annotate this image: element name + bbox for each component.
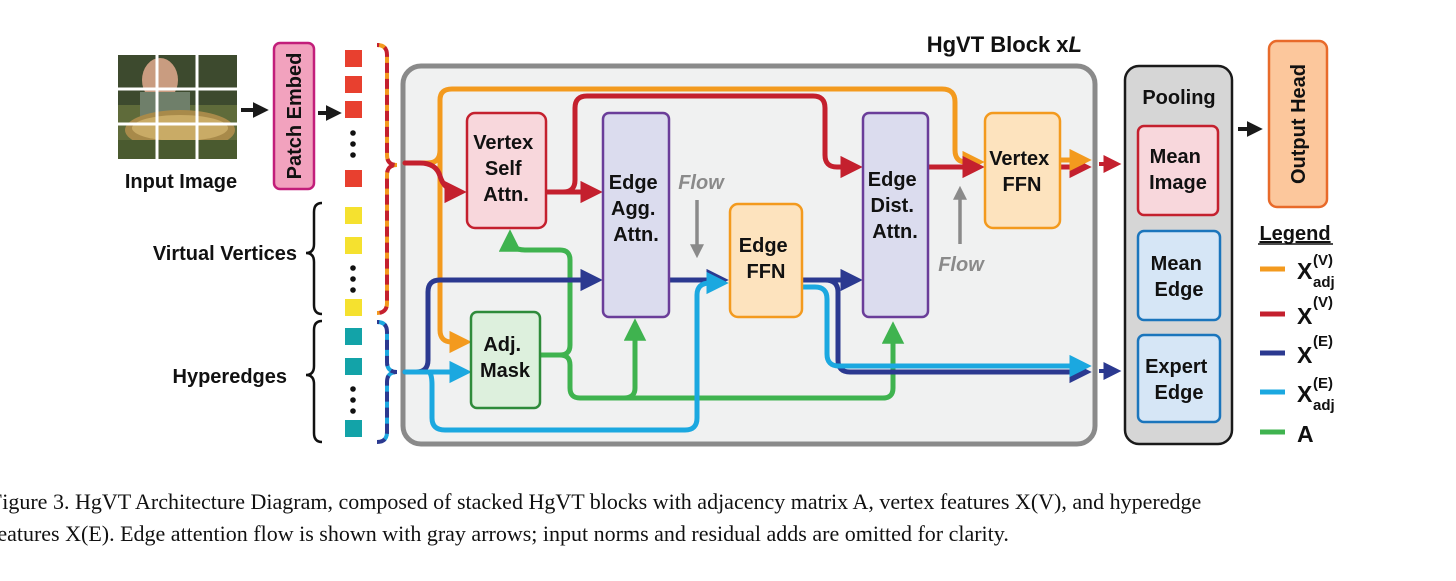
vertex-dashed-brace	[376, 43, 398, 315]
svg-text:Expert Edge: Expert Edge	[1145, 356, 1213, 404]
hyperedges-label: Hyperedges	[173, 366, 288, 388]
svg-text:(V): (V)	[1313, 294, 1333, 311]
caption-line-1: Figure 3. HgVT Architecture Diagram, com…	[0, 489, 1202, 514]
edge-agg-attn-module: Edge Agg. Attn.	[601, 111, 671, 319]
svg-text:Vertex Self Attn.: Vertex Self Attn.	[473, 132, 539, 206]
hyperedge-dashed-brace	[376, 320, 398, 444]
red-over-to-edge-dist	[545, 93, 863, 195]
patch-embed-box	[272, 41, 316, 191]
connections	[402, 86, 1092, 433]
green-to-edge-agg	[621, 318, 647, 401]
mean-image-box: Mean Image	[1136, 124, 1220, 217]
legend-title: Legend	[1259, 223, 1330, 245]
output-head-box	[1267, 39, 1329, 209]
cyan-ffn-to-output	[799, 284, 1092, 378]
svg-text:A: A	[1297, 421, 1314, 447]
hyperedge-tokens	[345, 328, 362, 437]
svg-text:X: X	[1297, 381, 1313, 407]
virtual-vertex-tokens	[345, 207, 362, 316]
svg-text:Edge Agg. Attn.: Edge Agg. Attn.	[609, 172, 663, 246]
orange-to-adj-mask	[437, 147, 472, 354]
svg-text:Vertex FFN: Vertex FFN	[989, 148, 1055, 196]
svg-text:(E): (E)	[1313, 375, 1333, 392]
output-head-label: Output Head	[1288, 64, 1310, 184]
flow-label-1: Flow	[678, 172, 725, 194]
vertex-tokens	[345, 50, 362, 187]
legend-item-xadj-e: X (E) adj	[1260, 375, 1335, 414]
navy-ffn-to-output	[799, 277, 1092, 384]
red-to-vertex-attn	[402, 160, 467, 204]
flow-label-2: Flow	[938, 254, 985, 276]
green-adj-bottom-bus	[537, 321, 905, 401]
mean-edge-box: Mean Edge	[1136, 229, 1222, 322]
svg-text:Adj. Mask: Adj. Mask	[480, 334, 531, 382]
svg-text:Edge FFN: Edge FFN	[739, 235, 793, 283]
architecture-diagram: Input Image Patch Embed Virtual Vertices…	[118, 32, 1335, 447]
vertex-ffn-module: Vertex FFN	[983, 111, 1062, 230]
virtual-vertices-brace	[305, 201, 323, 316]
legend-item-a: A	[1260, 421, 1314, 447]
legend-item-x-v: X (V)	[1260, 294, 1333, 329]
virtual-vertices-label: Virtual Vertices	[153, 243, 297, 265]
svg-text:X: X	[1297, 303, 1313, 329]
svg-text:Mean Image: Mean Image	[1149, 146, 1207, 194]
edge-ffn-module: Edge FFN	[728, 202, 804, 319]
svg-text:Mean Edge: Mean Edge	[1151, 253, 1208, 301]
svg-text:adj: adj	[1313, 397, 1335, 414]
caption-line-2: features X(E). Edge attention flow is sh…	[0, 521, 1009, 546]
hyperedges-brace	[305, 319, 323, 444]
cyan-bottom-to-ffn	[425, 271, 729, 433]
adj-mask-module: Adj. Mask	[469, 310, 542, 410]
svg-text:X: X	[1297, 258, 1313, 284]
input-image	[118, 55, 237, 159]
figure-caption: Figure 3. HgVT Architecture Diagram, com…	[0, 486, 1456, 566]
svg-text:adj: adj	[1313, 274, 1335, 291]
hgvt-block-title: HgVT Block xL	[927, 32, 1082, 57]
edge-dist-attn-module: Edge Dist. Attn.	[861, 111, 930, 319]
patch-embed-label: Patch Embed	[284, 53, 306, 180]
svg-text:Edge Dist. Attn.: Edge Dist. Attn.	[868, 169, 922, 243]
svg-text:(V): (V)	[1313, 252, 1333, 269]
pooling-title: Pooling	[1142, 87, 1215, 109]
vertex-self-attn-module: Vertex Self Attn.	[465, 111, 548, 230]
legend-item-x-e: X (E)	[1260, 333, 1333, 368]
svg-text:(E): (E)	[1313, 333, 1333, 350]
green-adj-to-vertex-attn	[498, 229, 573, 358]
svg-text:X: X	[1297, 342, 1313, 368]
input-image-label: Input Image	[125, 171, 237, 193]
expert-edge-box: Expert Edge	[1136, 333, 1222, 424]
legend-item-xadj-v: X (V) adj	[1260, 252, 1335, 291]
